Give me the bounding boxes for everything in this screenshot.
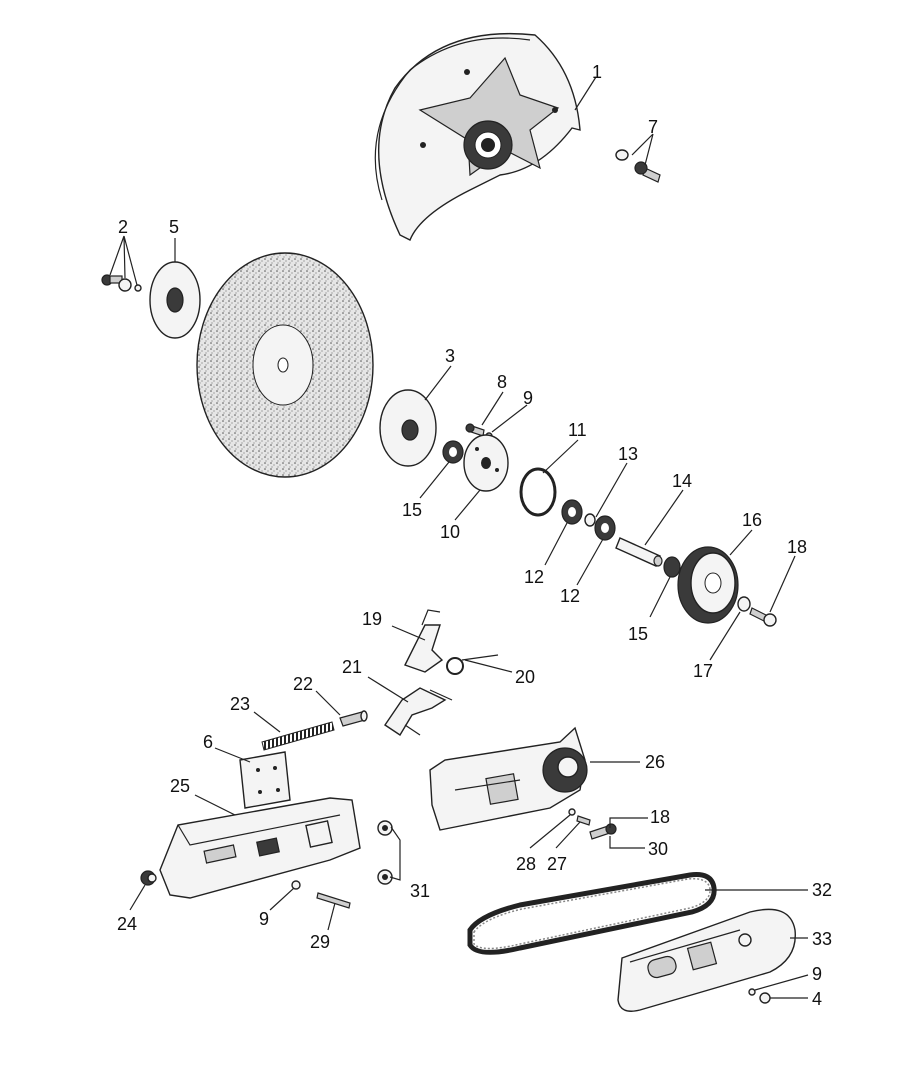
screw-27 [576,815,591,826]
label-11: 11 [568,420,587,440]
outer-flange-5 [149,261,201,339]
knob-24 [140,870,157,886]
pin-22 [339,710,368,727]
label-28: 28 [516,854,536,874]
label-18-lower: 18 [650,807,670,827]
label-1: 1 [592,62,602,82]
arm-housing-25 [159,797,361,899]
bearing-12-left [561,499,583,525]
label-3: 3 [445,346,455,366]
label-4: 4 [812,989,822,1009]
label-5: 5 [169,217,179,237]
bolt-18-30 [589,823,617,840]
label-22: 22 [293,674,313,694]
pulley-16 [677,546,739,624]
leader-lines [109,76,809,999]
nut-31-upper [377,820,393,836]
label-29: 29 [310,932,330,952]
label-12-right: 12 [560,586,580,606]
label-12-left: 12 [524,567,544,587]
lever-19 [404,609,444,673]
label-26: 26 [645,752,665,772]
nut-31-lower [377,869,393,885]
label-14: 14 [672,471,692,491]
label-19: 19 [362,609,382,629]
label-9-right: 9 [812,964,822,984]
plate-10 [463,434,509,492]
label-31: 31 [410,881,430,901]
label-20: 20 [515,667,535,687]
drive-belt-32 [467,872,717,955]
bolt-washer-7 [615,149,661,183]
washer-15-upper [442,440,464,464]
label-9-upper: 9 [523,388,533,408]
spring-23 [261,721,335,751]
washer-9-right [748,988,756,996]
plate-6 [239,751,291,809]
washer-28 [568,808,576,816]
label-25: 25 [170,776,190,796]
label-8: 8 [497,372,507,392]
label-10: 10 [440,522,460,542]
screw-29 [316,892,351,909]
washer-9-left [291,880,301,890]
label-16: 16 [742,510,762,530]
bracket-21 [384,687,453,736]
ring-11 [519,467,557,517]
label-23: 23 [230,694,250,714]
label-32: 32 [812,880,832,900]
label-24: 24 [117,914,137,934]
spring-20 [446,654,499,675]
label-2: 2 [118,217,128,237]
label-15-lower: 15 [628,624,648,644]
inner-flange-3 [379,389,437,467]
blade-guard [374,32,581,241]
label-18-upper: 18 [787,537,807,557]
bolt-2 [101,274,142,292]
label-15-upper: 15 [402,500,422,520]
washer-15-lower [663,556,681,578]
label-9-left: 9 [259,909,269,929]
bearing-12-right [594,515,616,541]
label-7: 7 [648,117,658,137]
screw-4 [759,992,771,1004]
belt-guard-33 [617,908,796,1012]
bolt-18-upper [749,607,777,627]
label-27: 27 [547,854,567,874]
cutting-disc [196,252,374,478]
spacer-13 [584,513,596,527]
label-17: 17 [693,661,713,681]
label-33: 33 [812,929,832,949]
shaft-14 [615,537,663,567]
label-30: 30 [648,839,668,859]
arm-26 [429,726,588,831]
label-6: 6 [203,732,213,752]
label-13: 13 [618,444,638,464]
part-labels: 1 7 2 5 3 8 9 11 13 14 15 10 16 18 12 12… [117,62,832,1009]
washer-17 [737,596,751,612]
label-21: 21 [342,657,362,677]
